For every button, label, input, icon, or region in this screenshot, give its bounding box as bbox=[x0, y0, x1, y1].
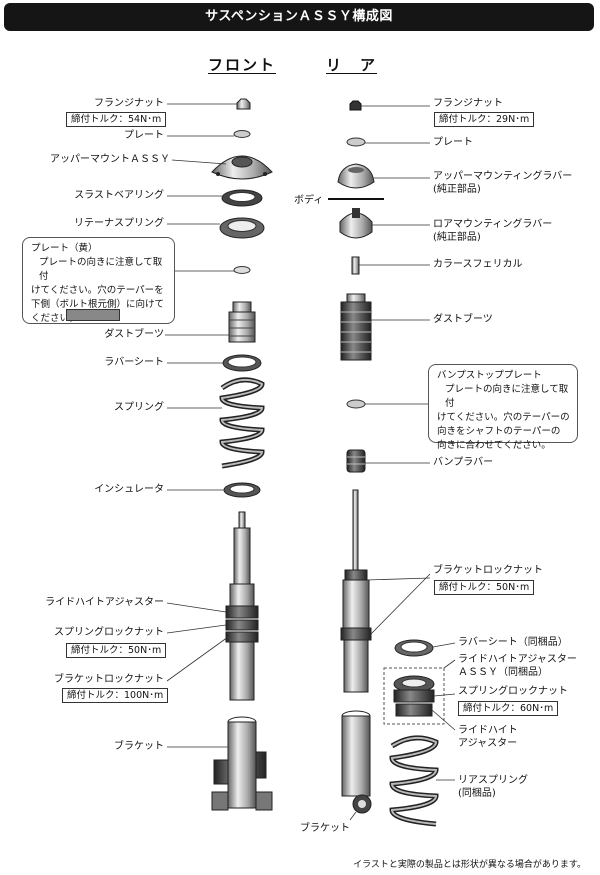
front-note-plate-icon bbox=[66, 309, 120, 321]
rear-bump-rubber-part bbox=[346, 449, 366, 473]
front-insulator-part bbox=[223, 482, 261, 498]
rear-rubber-seat-part bbox=[394, 639, 434, 657]
rear-lower-rubber-label: ロアマウンティングラバー bbox=[433, 219, 553, 230]
front-leader-lines bbox=[165, 103, 237, 748]
front-dust-boot-label: ダストブーツ bbox=[104, 329, 164, 340]
rear-collar-label: カラースフェリカル bbox=[433, 259, 523, 270]
front-spring-lock-torque: 締付トルク：50N･m bbox=[66, 643, 167, 658]
rear-plate-label: プレート bbox=[433, 137, 473, 148]
diagram-title: サスペンションＡＳＳＹ構成図 bbox=[4, 3, 594, 31]
rear-lower-rubber-part bbox=[339, 208, 373, 239]
front-rubber-seat-part bbox=[222, 354, 262, 372]
front-note-line: けてください。穴のテーパーを bbox=[31, 285, 164, 296]
front-note-title: プレート（黄） bbox=[31, 243, 98, 254]
rear-note-line: けてください。穴のテーパーの bbox=[437, 412, 570, 423]
rear-flange-nut-label: フランジナット bbox=[433, 98, 503, 109]
rear-bump-plate-note: バンプストッププレート プレートの向きに注意して取付 けてください。穴のテーパー… bbox=[428, 364, 578, 451]
front-retainer-spring-part bbox=[219, 217, 265, 239]
front-thrust-bearing-part bbox=[221, 189, 263, 207]
rear-ride-height-assy-label: ライドハイトアジャスター bbox=[458, 654, 577, 665]
rear-flange-nut-part bbox=[349, 100, 362, 111]
rear-spring-label: リアスプリング bbox=[458, 775, 528, 786]
rear-upper-rubber-label: アッパーマウンティングラバー bbox=[433, 171, 573, 182]
rear-spring-highlight bbox=[390, 736, 438, 825]
front-yellow-plate-part bbox=[233, 266, 251, 274]
front-flange-nut-part bbox=[236, 98, 251, 110]
rear-note-title: バンプストッププレート bbox=[437, 370, 542, 381]
front-bracket-label: ブラケット bbox=[114, 741, 164, 752]
rear-leader-lines bbox=[349, 105, 456, 821]
rear-note-line: 向きをシャフトのテーパーの bbox=[437, 426, 561, 437]
front-spring-lock-nut-label: スプリングロックナット bbox=[54, 627, 164, 638]
front-upper-mount-part bbox=[211, 155, 273, 180]
front-flange-nut-label: フランジナット bbox=[94, 98, 164, 109]
rear-bracket-part bbox=[341, 710, 372, 814]
front-bracket-part bbox=[211, 716, 273, 811]
front-upper-mount-label: アッパーマウントＡＳＳＹ bbox=[50, 154, 170, 165]
rear-bump-plate-part bbox=[346, 399, 366, 409]
rear-ride-height-label: ライドハイト bbox=[458, 725, 518, 736]
rear-damper-part bbox=[340, 489, 372, 693]
rear-bracket-lock-torque: 締付トルク：50N･m bbox=[434, 580, 535, 595]
rear-ride-height-sub: アジャスター bbox=[458, 738, 518, 749]
front-bracket-lock-torque: 締付トルク：100N･m bbox=[62, 688, 169, 703]
front-thrust-bearing-label: スラストベアリング bbox=[74, 190, 164, 201]
rear-dust-boot-part bbox=[340, 293, 372, 361]
rear-collar-part bbox=[351, 256, 360, 275]
footer-disclaimer: イラストと実際の製品とは形状が異なる場合があります。 bbox=[353, 860, 586, 870]
rear-bracket-label: ブラケット bbox=[300, 823, 350, 834]
rear-body-label: ボディ bbox=[294, 195, 324, 206]
front-plate-part bbox=[233, 130, 251, 138]
rear-spring-lock-nut-label: スプリングロックナット bbox=[458, 686, 568, 697]
rear-lower-rubber-sub: (純正部品) bbox=[433, 232, 481, 243]
front-spring-part bbox=[219, 377, 265, 469]
front-plate-label: プレート bbox=[124, 130, 164, 141]
rear-spring-lock-torque: 締付トルク：60N･m bbox=[458, 701, 559, 716]
rear-dust-boot-label: ダストブーツ bbox=[433, 314, 493, 325]
rear-upper-rubber-part bbox=[337, 163, 375, 189]
rear-heading: リ ア bbox=[326, 56, 378, 74]
rear-bump-rubber-label: バンプラバー bbox=[433, 457, 494, 468]
front-note-line: 下側（ボルト根元側）に向けて bbox=[31, 299, 165, 310]
front-bracket-lock-nut-label: ブラケットロックナット bbox=[54, 674, 164, 685]
front-spring-highlight bbox=[220, 378, 264, 467]
front-heading: フロント bbox=[208, 56, 277, 74]
front-insulator-label: インシュレータ bbox=[94, 484, 164, 495]
rear-spring-sub: (同梱品) bbox=[458, 788, 496, 799]
rear-note-line: 向きに合わせてください。 bbox=[437, 440, 551, 451]
rear-note-line: プレートの向きに注意して取付 bbox=[445, 384, 569, 409]
rear-adjuster-part bbox=[393, 675, 435, 717]
front-dust-boot-part bbox=[228, 301, 256, 343]
rear-upper-rubber-sub: (純正部品) bbox=[433, 184, 481, 195]
front-spring-label: スプリング bbox=[114, 402, 164, 413]
rear-bracket-lock-nut-label: ブラケットロックナット bbox=[433, 565, 543, 576]
front-rubber-seat-label: ラバーシート bbox=[104, 357, 164, 368]
rear-adjuster-box bbox=[383, 667, 445, 725]
rear-ride-height-assy-sub: ＡＳＳＹ（同梱品） bbox=[458, 667, 548, 678]
front-retainer-spring-label: リテーナスプリング bbox=[74, 218, 164, 229]
rear-plate-part bbox=[346, 137, 366, 147]
front-ride-height-adjuster-label: ライドハイトアジャスター bbox=[45, 597, 164, 608]
rear-rubber-seat-label: ラバーシート（同梱品） bbox=[458, 637, 568, 648]
front-damper-part bbox=[225, 511, 259, 701]
front-flange-torque: 締付トルク：54N･m bbox=[66, 112, 167, 127]
front-note-line: プレートの向きに注意して取付 bbox=[39, 257, 163, 282]
front-note-line: ください。 bbox=[31, 313, 79, 324]
rear-flange-torque: 締付トルク：29N･m bbox=[434, 112, 535, 127]
